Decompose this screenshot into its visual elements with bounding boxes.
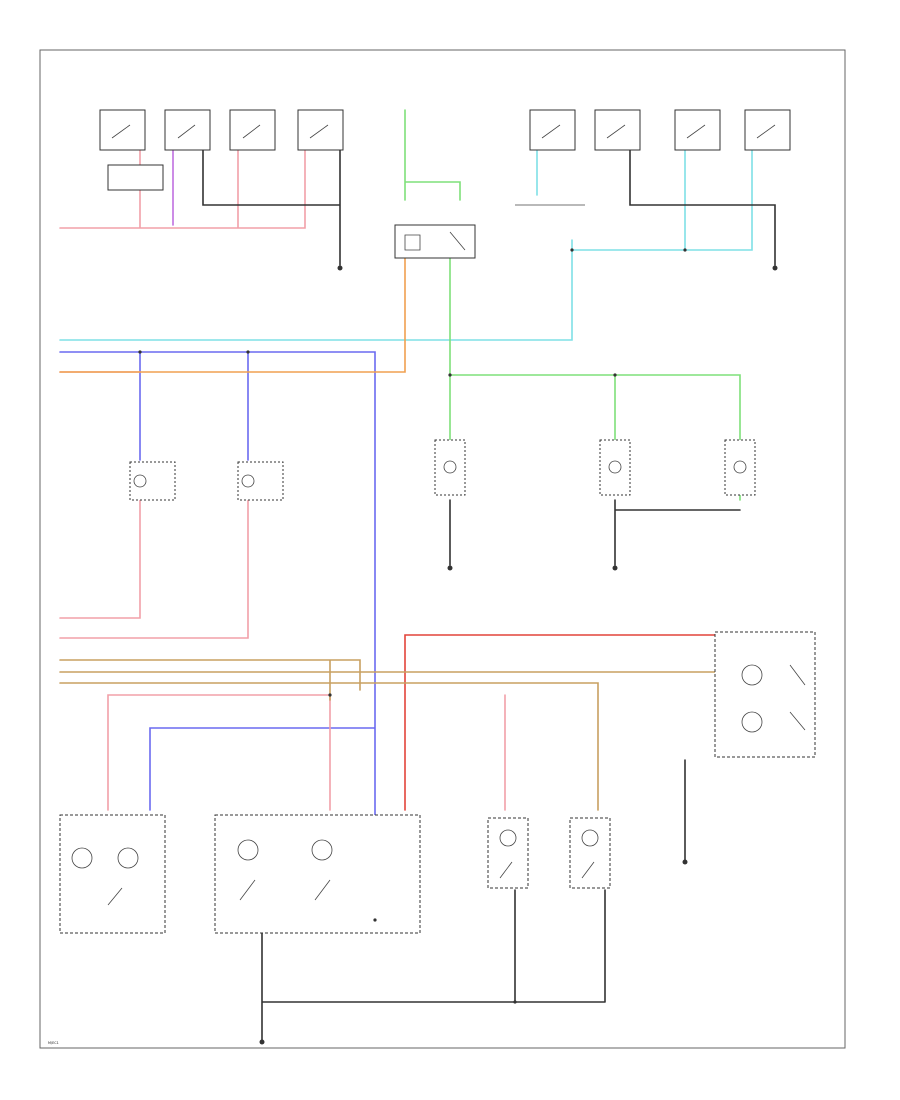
bottom-lamp-center-2 [311,839,333,861]
relay-box [394,224,476,259]
switch-box-3 [229,109,276,151]
bottom-box-center [214,814,421,934]
wire-tan-2 [59,671,716,811]
ground-icon-3 [447,565,453,571]
grounds [259,265,778,1045]
switch-contact-4 [309,124,329,139]
junction-dot [570,248,574,252]
right-module [714,631,816,758]
bottom-lamp-mid [499,829,517,847]
junction-dot [513,1000,517,1004]
top-left-switch-group [99,109,344,191]
lamp-bulb-right-2 [733,460,747,474]
lamp-box-left-2 [237,461,284,501]
lamp-bulb-left-1 [133,474,147,488]
connector-dots [138,248,687,1004]
switch-contact-8 [756,124,776,139]
bottom-switch-center-2 [314,879,331,901]
junction-dot [613,373,617,377]
bottom-switch-mid [499,861,513,879]
lamp-bulb-right-1 [608,460,622,474]
lamp-box-center [434,439,466,496]
bottom-box-left [59,814,166,934]
switch-contact-6 [606,124,626,139]
junction-dot [246,350,250,354]
relay-contact [449,231,466,251]
wire-black [202,149,776,1041]
wire-green [404,109,741,501]
module-box-right [714,631,816,758]
switch-contact-2 [177,124,196,139]
switch-contact-7 [686,124,706,139]
ground-icon-6 [259,1039,265,1045]
ground-icon-5 [682,859,688,865]
middle-lamps [129,439,756,501]
bottom-switch-right [581,861,595,879]
lamp-bulb-left-2 [241,474,255,488]
splice-box-left [107,164,164,191]
module-switch-1 [789,664,806,686]
bottom-box-right [569,817,611,889]
module-lamp-1 [741,664,763,686]
ground-icon-4 [612,565,618,571]
bottom-lamp-right [581,829,599,847]
ground-icon-1 [337,265,343,271]
lamp-box-right-2 [724,439,756,496]
wire-blue-bus [59,351,376,921]
bottom-lamp-left-1 [71,847,93,869]
lamp-box-left-1 [129,461,176,501]
ground-icon-2 [772,265,778,271]
bottom-lamp-left-2 [117,847,139,869]
switch-contact-1 [111,124,131,139]
bottom-components [59,814,611,934]
lamp-box-right-1 [599,439,631,496]
junction-dot [328,693,332,697]
switch-contact-5 [541,124,561,139]
bottom-box-mid [487,817,529,889]
top-right-switch-group [515,109,791,206]
bottom-switch-center-1 [239,879,256,901]
junction-dot [683,248,687,252]
wire-tan-1 [59,659,361,701]
center-relay [394,224,476,259]
bottom-switch-left [107,887,123,906]
junction-dot [448,373,452,377]
junction-dot [373,918,377,922]
wire-orange [59,244,406,373]
switch-contact-3 [242,124,261,139]
module-switch-2 [789,711,806,731]
diagram-frame [39,49,846,1049]
wire-red [404,634,716,811]
switch-box-2 [164,109,211,151]
relay-coil [404,234,421,251]
bottom-lamp-center-1 [237,839,259,861]
junction-dot [138,350,142,354]
footer-code: M/EC1 [48,1041,59,1045]
lamp-bulb-center [443,460,457,474]
module-lamp-2 [741,711,763,733]
